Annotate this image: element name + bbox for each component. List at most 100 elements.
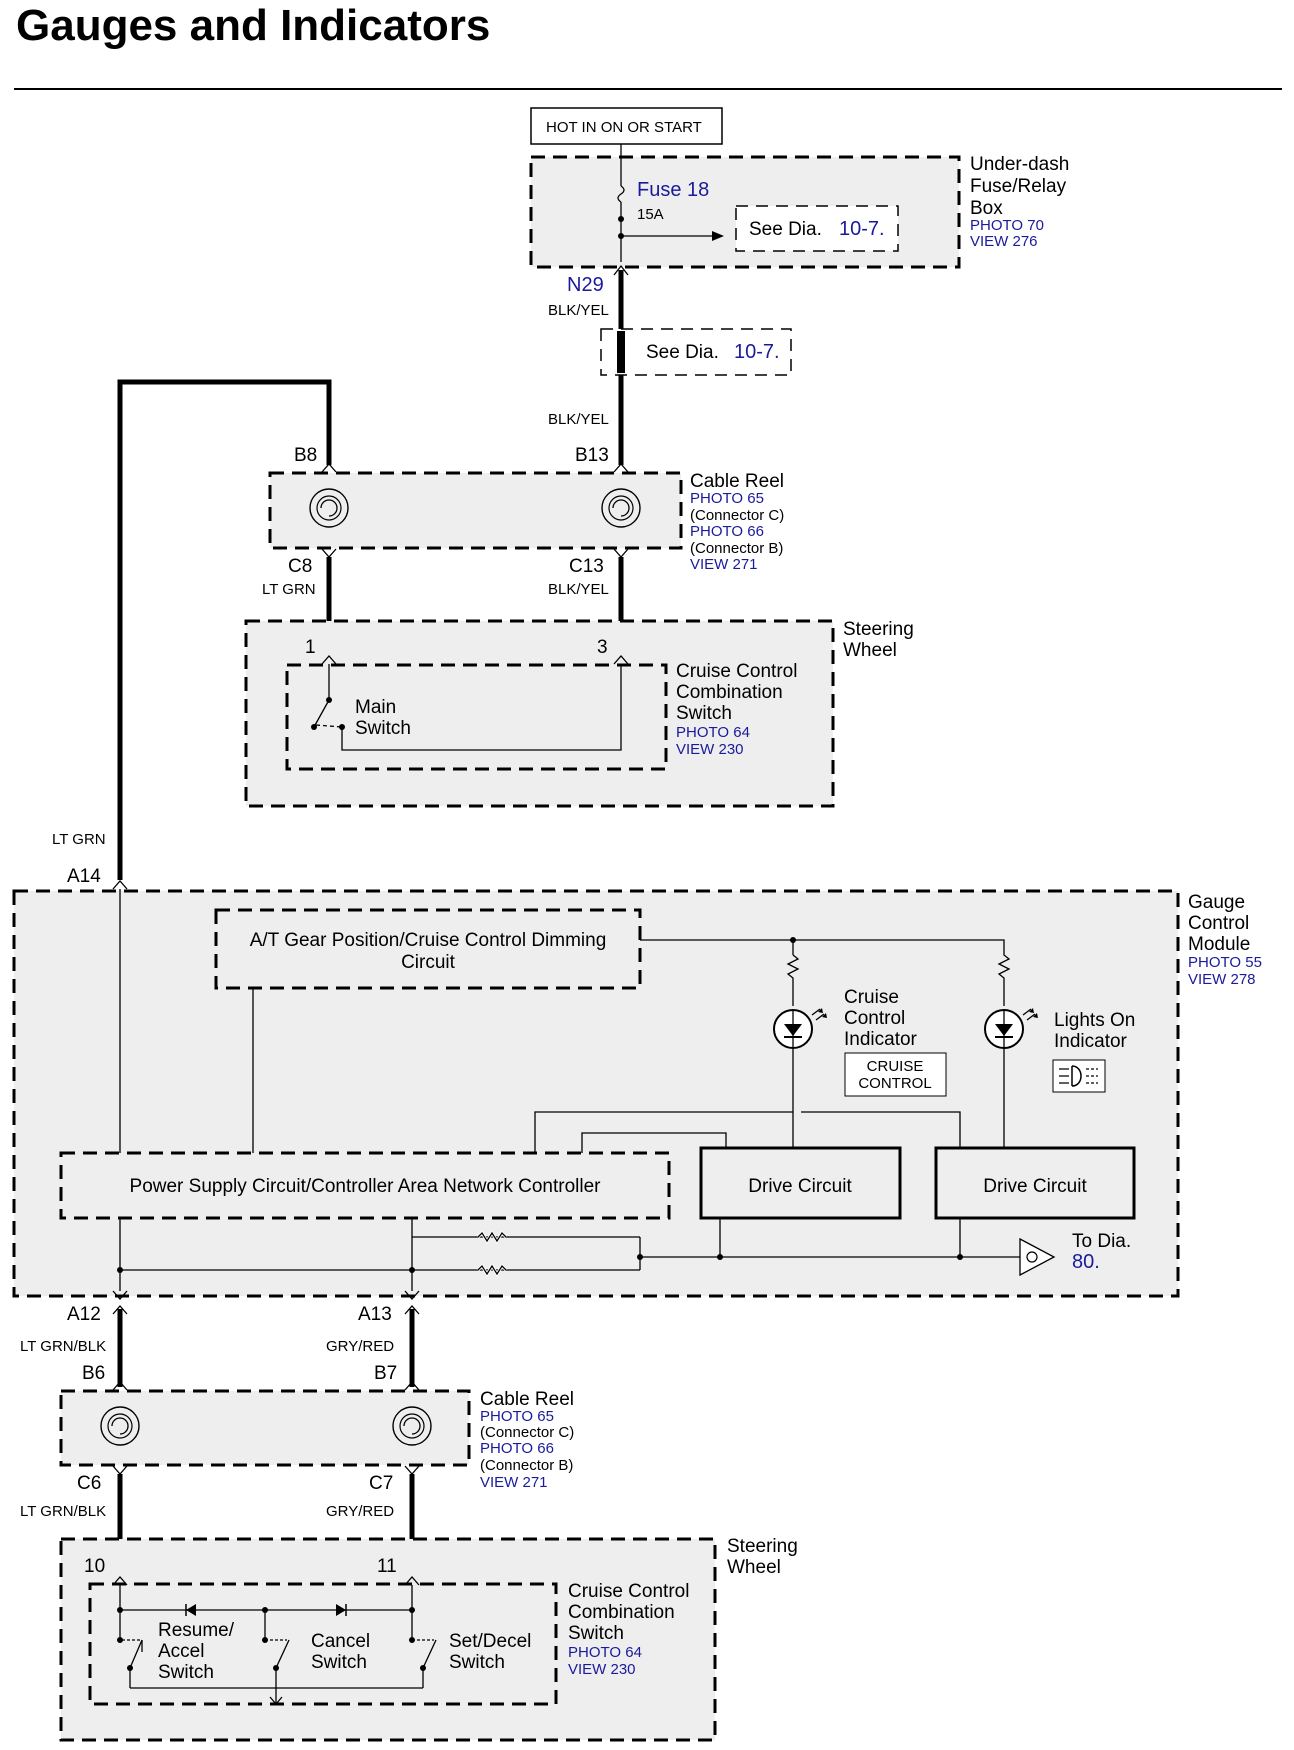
pin-10: 10 xyxy=(84,1556,105,1577)
resume-switch-3: Switch xyxy=(158,1662,214,1683)
cruise-combination-switch-bottom xyxy=(88,1582,558,1706)
fuse-rating: 15A xyxy=(637,206,664,223)
pin-11: 11 xyxy=(377,1556,397,1577)
ccs-bottom-photo: PHOTO 64 xyxy=(568,1644,642,1661)
dimming-circuit-1: A/T Gear Position/Cruise Control Dimming xyxy=(250,930,607,951)
ccs-top-view: VIEW 230 xyxy=(676,741,744,758)
cable-reel-bottom-conn-b: (Connector B) xyxy=(480,1457,573,1474)
wire-label-lt-grn-2: LT GRN xyxy=(52,831,106,848)
resume-switch-1: Resume/ xyxy=(158,1620,235,1641)
cable-reel-top-view: VIEW 271 xyxy=(690,556,758,573)
cable-reel-bottom-conn-c: (Connector C) xyxy=(480,1424,574,1441)
to-dia-label: To Dia. xyxy=(1072,1231,1131,1252)
pin-a12: A12 xyxy=(67,1304,101,1325)
pin-b6: B6 xyxy=(82,1363,105,1384)
setdecel-switch-2: Switch xyxy=(449,1652,505,1673)
fuse-box-name-3: Box xyxy=(970,198,1003,219)
drive-circuit-2-label: Drive Circuit xyxy=(983,1176,1087,1197)
gcm-photo: PHOTO 55 xyxy=(1188,954,1262,971)
cruise-indicator-3: Indicator xyxy=(844,1029,918,1050)
ccs-top-name-3: Switch xyxy=(676,703,732,724)
cable-reel-top-name: Cable Reel xyxy=(690,471,784,492)
pin-b8: B8 xyxy=(294,445,317,466)
main-switch-1: Main xyxy=(355,697,396,718)
main-switch-2: Switch xyxy=(355,718,411,739)
see-dia-box-1 xyxy=(735,205,899,252)
resume-switch-2: Accel xyxy=(158,1641,204,1662)
fuse-box-name-1: Under-dash xyxy=(970,154,1069,175)
lights-indicator-lamp-icon xyxy=(984,1008,1038,1049)
hot-label: HOT IN ON OR START xyxy=(546,119,702,136)
pin-b7: B7 xyxy=(374,1363,397,1384)
gcm-name-3: Module xyxy=(1188,934,1250,955)
steering-top-name-2: Wheel xyxy=(843,640,897,661)
pin-a13: A13 xyxy=(358,1304,392,1325)
wire-label-lt-grn-blk-1: LT GRN/BLK xyxy=(20,1338,106,1355)
power-supply-label: Power Supply Circuit/Controller Area Net… xyxy=(130,1176,602,1197)
cancel-switch-1: Cancel xyxy=(311,1631,370,1652)
drive-circuit-2 xyxy=(934,1146,1136,1220)
pin-a14: A14 xyxy=(67,866,101,887)
steering-bottom-name-2: Wheel xyxy=(727,1557,781,1578)
see-dia-2: See Dia. xyxy=(646,342,719,363)
cruise-combination-switch-top xyxy=(285,663,668,771)
to-dia-ref: 80. xyxy=(1072,1251,1100,1273)
n29-label: N29 xyxy=(567,274,604,296)
fuse-box-photo: PHOTO 70 xyxy=(970,217,1044,234)
cable-reel-bottom-photo-b: PHOTO 66 xyxy=(480,1440,554,1457)
switch-network-icon xyxy=(112,1576,437,1705)
wire-label-blk-yel-3: BLK/YEL xyxy=(548,581,609,598)
gcm-view: VIEW 278 xyxy=(1188,971,1256,988)
lights-indicator-2: Indicator xyxy=(1054,1031,1128,1052)
ccs-top-name-2: Combination xyxy=(676,682,783,703)
gcm-name-1: Gauge xyxy=(1188,892,1245,913)
see-dia-box-2 xyxy=(600,328,792,376)
steering-wheel-bottom xyxy=(59,1537,717,1742)
cancel-switch-2: Switch xyxy=(311,1652,367,1673)
cable-reel-top-photo-b: PHOTO 66 xyxy=(690,523,764,540)
cable-reel-top xyxy=(268,471,683,550)
wire-label-blk-yel-1: BLK/YEL xyxy=(548,302,609,319)
pin-1: 1 xyxy=(305,637,316,658)
fuse-18 xyxy=(617,144,724,262)
cable-reel-bottom-view: VIEW 271 xyxy=(480,1474,548,1491)
cruise-indicator-1: Cruise xyxy=(844,987,899,1008)
page-title: Gauges and Indicators xyxy=(16,1,490,50)
ccs-top-name-1: Cruise Control xyxy=(676,661,797,682)
pin-c7: C7 xyxy=(369,1473,393,1494)
pin-3: 3 xyxy=(597,637,608,658)
cable-reel-top-conn-c: (Connector C) xyxy=(690,507,784,524)
drive-circuit-1-label: Drive Circuit xyxy=(748,1176,852,1197)
cruise-indicator-2: Control xyxy=(844,1008,905,1029)
pin-c13: C13 xyxy=(569,556,604,577)
dimming-circuit-2: Circuit xyxy=(401,952,456,973)
see-dia-ref-1: 10-7. xyxy=(839,218,885,240)
ccs-bottom-name-3: Switch xyxy=(568,1623,624,1644)
pin-c8: C8 xyxy=(288,556,312,577)
lights-indicator-1: Lights On xyxy=(1054,1010,1135,1031)
cable-reel-bottom xyxy=(59,1389,471,1467)
steering-wheel-top xyxy=(244,619,835,808)
cable-reel-bottom-name: Cable Reel xyxy=(480,1389,574,1410)
steering-bottom-name-1: Steering xyxy=(727,1536,798,1557)
cruise-badge-2: CONTROL xyxy=(858,1075,931,1092)
see-dia-1: See Dia. xyxy=(749,219,822,240)
see-dia-ref-2: 10-7. xyxy=(734,341,780,363)
steering-top-name-1: Steering xyxy=(843,619,914,640)
cable-reel-top-photo-c: PHOTO 65 xyxy=(690,490,764,507)
cruise-control-badge xyxy=(844,1052,947,1097)
ccs-top-photo: PHOTO 64 xyxy=(676,724,750,741)
wire-lt-grn-long xyxy=(117,379,332,880)
ccs-bottom-name-2: Combination xyxy=(568,1602,675,1623)
pin-b13: B13 xyxy=(575,445,609,466)
gcm-name-2: Control xyxy=(1188,913,1249,934)
dimming-circuit xyxy=(214,908,642,990)
ccs-bottom-name-1: Cruise Control xyxy=(568,1581,689,1602)
cable-reel-bottom-photo-c: PHOTO 65 xyxy=(480,1408,554,1425)
main-switch-icon xyxy=(311,655,629,751)
ccs-bottom-view: VIEW 230 xyxy=(568,1661,636,1678)
reel-coil-icon xyxy=(392,1381,432,1475)
reel-coil-icon xyxy=(601,463,641,558)
fuse-box-name-2: Fuse/Relay xyxy=(970,176,1067,197)
drive-circuit-1 xyxy=(699,1146,902,1220)
